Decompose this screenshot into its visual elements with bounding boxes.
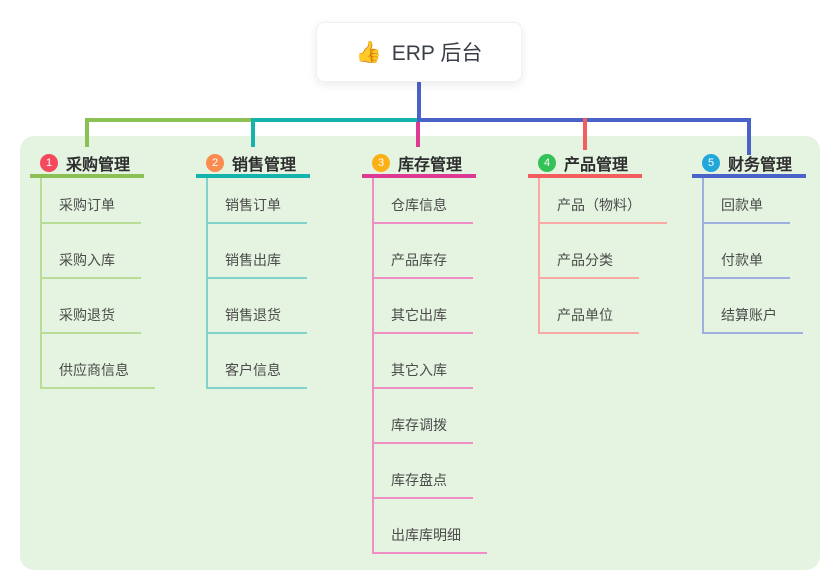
branch-sales: 2 销售管理 销售订单 销售出库 销售退货 客户信息 — [196, 151, 310, 389]
badge-2: 2 — [206, 153, 224, 172]
branch-finance: 5 财务管理 回款单 付款单 结算账户 — [692, 151, 806, 334]
branch-product: 4 产品管理 产品（物料） 产品分类 产品单位 — [528, 151, 667, 334]
branch-purchase-header[interactable]: 1 采购管理 — [30, 151, 144, 178]
branch-inventory: 3 库存管理 仓库信息 产品库存 其它出库 其它入库 库存调拨 库存盘点 出库库… — [362, 151, 487, 554]
badge-4: 4 — [538, 153, 556, 172]
node-sales-outbound[interactable]: 销售出库 — [208, 224, 307, 279]
branch-product-header[interactable]: 4 产品管理 — [528, 151, 642, 178]
branch-purchase-children: 采购订单 采购入库 采购退货 供应商信息 — [40, 178, 155, 389]
branch-sales-label: 销售管理 — [232, 156, 297, 174]
node-customer-info[interactable]: 客户信息 — [208, 334, 307, 389]
branch-inventory-children: 仓库信息 产品库存 其它出库 其它入库 库存调拨 库存盘点 出库库明细 — [372, 178, 487, 554]
branch-finance-header[interactable]: 5 财务管理 — [692, 151, 806, 178]
branch-finance-label: 财务管理 — [728, 156, 793, 174]
node-product-material[interactable]: 产品（物料） — [540, 178, 667, 224]
branch-product-children: 产品（物料） 产品分类 产品单位 — [538, 178, 667, 334]
branch-inventory-header[interactable]: 3 库存管理 — [362, 151, 476, 178]
node-sales-order[interactable]: 销售订单 — [208, 178, 307, 224]
connector-root-drop — [417, 82, 421, 122]
node-stock-transfer[interactable]: 库存调拨 — [374, 389, 473, 444]
node-purchase-inbound[interactable]: 采购入库 — [42, 224, 141, 279]
node-stock-count[interactable]: 库存盘点 — [374, 444, 473, 499]
node-payment-bill[interactable]: 付款单 — [704, 224, 790, 279]
node-sales-return[interactable]: 销售退货 — [208, 279, 307, 334]
connector-bus-green — [86, 118, 254, 122]
node-product-category[interactable]: 产品分类 — [540, 224, 639, 279]
branch-purchase: 1 采购管理 采购订单 采购入库 采购退货 供应商信息 — [30, 151, 155, 389]
branch-finance-children: 回款单 付款单 结算账户 — [702, 178, 806, 334]
node-other-outbound[interactable]: 其它出库 — [374, 279, 473, 334]
connector-drop-sales — [251, 118, 255, 147]
connector-drop-inventory — [416, 122, 420, 147]
branch-sales-children: 销售订单 销售出库 销售退货 客户信息 — [206, 178, 310, 389]
node-other-inbound[interactable]: 其它入库 — [374, 334, 473, 389]
node-receipt-bill[interactable]: 回款单 — [704, 178, 790, 224]
root-node-erp-backend[interactable]: 👍 ERP 后台 — [316, 22, 522, 82]
node-product-stock[interactable]: 产品库存 — [374, 224, 473, 279]
connector-drop-finance — [747, 118, 751, 155]
node-outbound-detail[interactable]: 出库库明细 — [374, 499, 487, 554]
branch-sales-header[interactable]: 2 销售管理 — [196, 151, 310, 178]
branch-purchase-label: 采购管理 — [66, 156, 131, 174]
root-node-title: ERP 后台 — [391, 42, 483, 65]
node-purchase-return[interactable]: 采购退货 — [42, 279, 141, 334]
node-product-unit[interactable]: 产品单位 — [540, 279, 639, 334]
branch-inventory-label: 库存管理 — [398, 156, 463, 174]
connector-drop-product — [583, 118, 587, 150]
connector-bus-teal — [252, 118, 418, 122]
thumbs-up-icon: 👍 — [355, 40, 382, 64]
node-purchase-order[interactable]: 采购订单 — [42, 178, 141, 224]
badge-5: 5 — [702, 153, 720, 172]
node-settlement-account[interactable]: 结算账户 — [704, 279, 803, 334]
branch-product-label: 产品管理 — [564, 156, 629, 174]
badge-1: 1 — [40, 153, 58, 172]
node-supplier-info[interactable]: 供应商信息 — [42, 334, 155, 389]
badge-3: 3 — [372, 153, 390, 172]
connector-drop-purchase — [85, 118, 89, 147]
node-warehouse-info[interactable]: 仓库信息 — [374, 178, 473, 224]
